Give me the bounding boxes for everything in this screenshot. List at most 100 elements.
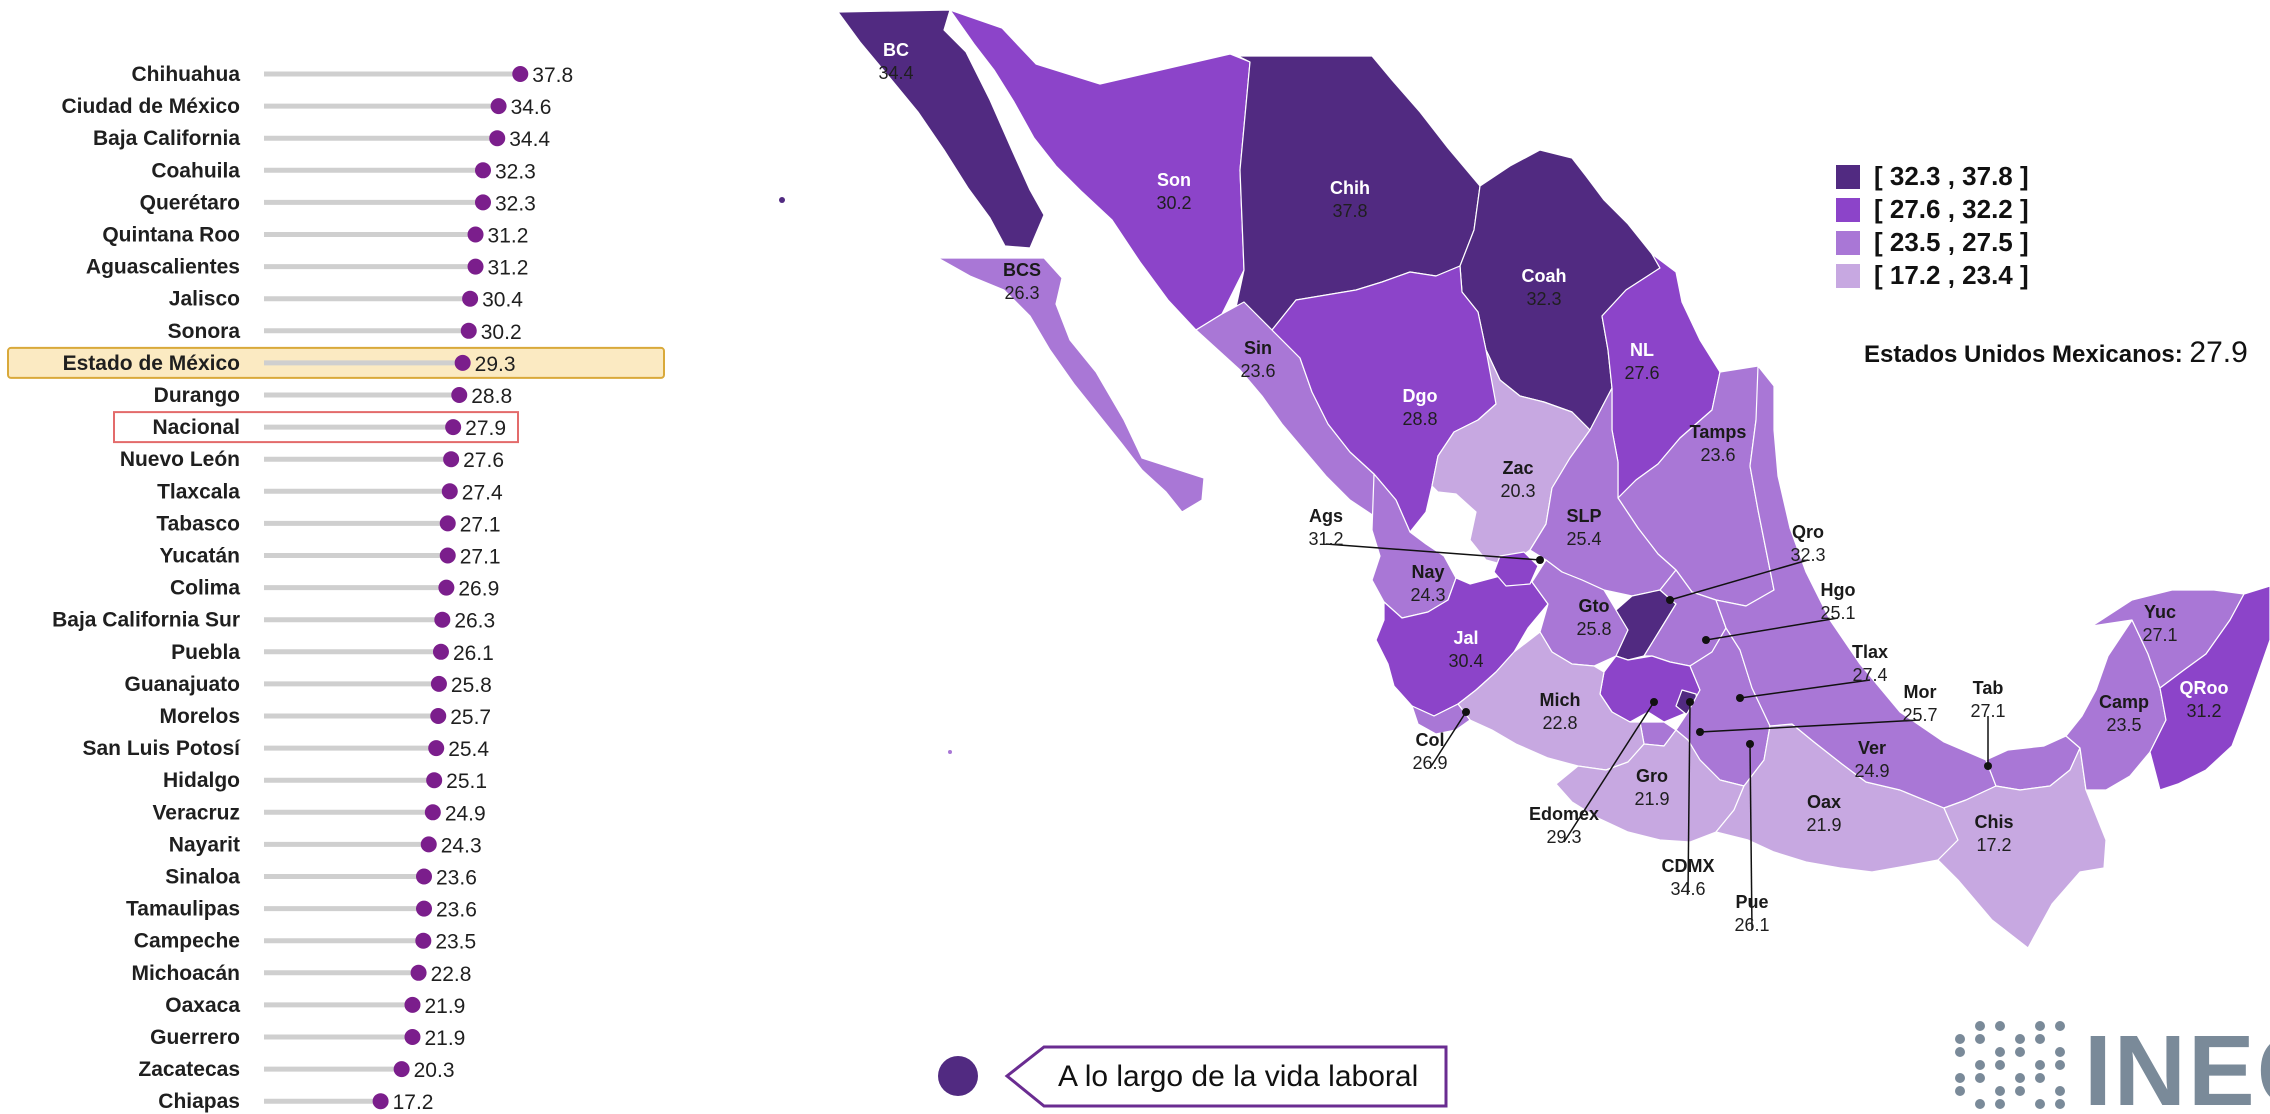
- lollipop-dot: [441, 483, 458, 500]
- value-label: 27.1: [460, 546, 501, 569]
- state-code-label: Son: [1157, 170, 1191, 190]
- state-value-label: 31.2: [1308, 529, 1343, 549]
- leader-line: [1563, 701, 1655, 843]
- category-label: Aguascalientes: [86, 256, 240, 279]
- state-code-label: Zac: [1502, 458, 1533, 478]
- value-label: 25.1: [446, 770, 487, 793]
- category-label: Nuevo León: [120, 448, 240, 471]
- value-label: 31.2: [488, 257, 529, 280]
- state-value-label: 17.2: [1976, 835, 2011, 855]
- value-label: 27.9: [465, 417, 506, 440]
- state-value-label: 26.1: [1734, 915, 1769, 935]
- leader-line: [1325, 543, 1541, 561]
- series-dot-icon: [938, 1056, 978, 1096]
- state-value-label: 20.3: [1500, 481, 1535, 501]
- state-value-label: 27.1: [1970, 701, 2005, 721]
- value-label: 27.6: [463, 449, 504, 472]
- logo-dot: [2055, 1021, 2065, 1031]
- lollipop-dot: [410, 964, 427, 981]
- lollipop-dot: [416, 900, 433, 917]
- logo-dot: [1995, 1060, 2005, 1070]
- state-code-label: Oax: [1807, 792, 1841, 812]
- category-label: Tamaulipas: [126, 898, 240, 921]
- value-label: 26.1: [453, 642, 494, 665]
- value-label: 23.6: [436, 899, 477, 922]
- state-code-label: Yuc: [2144, 602, 2176, 622]
- value-label: 24.9: [445, 802, 486, 825]
- category-label: Ciudad de México: [61, 95, 240, 118]
- state-bcs: [937, 257, 1205, 513]
- state-code-label: Coah: [1522, 266, 1567, 286]
- legend-item: [ 23.5 , 27.5 ]: [1836, 226, 2029, 259]
- logo-dot: [1955, 1073, 1965, 1083]
- state-code-label: Ver: [1858, 738, 1886, 758]
- lollipop-dot: [430, 708, 447, 724]
- lollipop-dot: [432, 643, 449, 660]
- leader-dot: [1746, 740, 1754, 748]
- value-label: 23.6: [436, 867, 477, 890]
- value-label: 25.4: [448, 738, 489, 761]
- leader-dot: [1686, 698, 1694, 706]
- leader-dot: [1650, 698, 1658, 706]
- category-label: Chihuahua: [132, 63, 241, 86]
- inegi-logo: INEGI: [1950, 1016, 2270, 1114]
- category-label: Michoacán: [131, 962, 240, 985]
- state-value-label: 32.3: [1790, 545, 1825, 565]
- category-label: Colima: [170, 577, 240, 600]
- category-label: Veracruz: [152, 801, 240, 824]
- lollipop-dot: [439, 515, 456, 532]
- state-value-label: 23.5: [2106, 715, 2141, 735]
- lollipop-dot: [474, 162, 491, 179]
- value-label: 34.4: [509, 128, 550, 151]
- state-code-label: Col: [1416, 730, 1445, 750]
- value-label: 25.7: [450, 706, 491, 729]
- logo-dot: [1975, 1021, 1985, 1031]
- state-code-label: Tamps: [1690, 422, 1747, 442]
- state-value-label: 34.6: [1670, 879, 1705, 899]
- logo-dot: [2035, 1034, 2045, 1044]
- lollipop-dot: [404, 1029, 421, 1045]
- category-label: Baja California: [93, 127, 240, 150]
- state-code-label: Tab: [1973, 678, 2004, 698]
- state-code-label: SLP: [1566, 506, 1601, 526]
- logo-dot: [2055, 1086, 2065, 1096]
- state-code-label: NL: [1630, 340, 1654, 360]
- category-label: Quintana Roo: [102, 224, 240, 247]
- lollipop-dot: [467, 258, 484, 275]
- lollipop-dot: [420, 836, 437, 853]
- state-code-label: Qro: [1792, 522, 1824, 542]
- category-label: Yucatán: [159, 545, 240, 568]
- state-code-label: Chis: [1974, 812, 2013, 832]
- state-value-label: 31.2: [2186, 701, 2221, 721]
- state-value-label: 27.6: [1624, 363, 1659, 383]
- logo-dot: [1995, 1047, 2005, 1057]
- state-value-label: 25.7: [1902, 705, 1937, 725]
- lollipop-dot: [434, 611, 451, 628]
- lollipop-dot: [462, 290, 479, 307]
- logo-dot: [1975, 1034, 1985, 1044]
- value-label: 20.3: [414, 1059, 455, 1082]
- legend-label: [ 17.2 , 23.4 ]: [1874, 260, 2029, 290]
- state-value-label: 22.8: [1542, 713, 1577, 733]
- state-code-label: Gro: [1636, 766, 1668, 786]
- legend-item: [ 27.6 , 32.2 ]: [1836, 193, 2029, 226]
- value-label: 34.6: [511, 96, 552, 119]
- state-code-label: Tlax: [1852, 642, 1888, 662]
- state-code-label: Chih: [1330, 178, 1370, 198]
- state-value-label: 30.4: [1448, 651, 1483, 671]
- state-code-label: BCS: [1003, 260, 1041, 280]
- category-label: Hidalgo: [163, 769, 240, 792]
- category-label: Puebla: [171, 641, 240, 664]
- state-son: [949, 9, 1251, 331]
- category-label: Sonora: [168, 320, 241, 343]
- state-code-label: QRoo: [2180, 678, 2229, 698]
- highlight-nacional: [113, 411, 519, 444]
- state-value-label: 21.9: [1806, 815, 1841, 835]
- state-code-label: Mor: [1904, 682, 1937, 702]
- value-label: 25.8: [451, 674, 492, 697]
- state-value-label: 25.4: [1566, 529, 1601, 549]
- state-value-label: 30.2: [1156, 193, 1191, 213]
- leader-dot: [1666, 596, 1674, 604]
